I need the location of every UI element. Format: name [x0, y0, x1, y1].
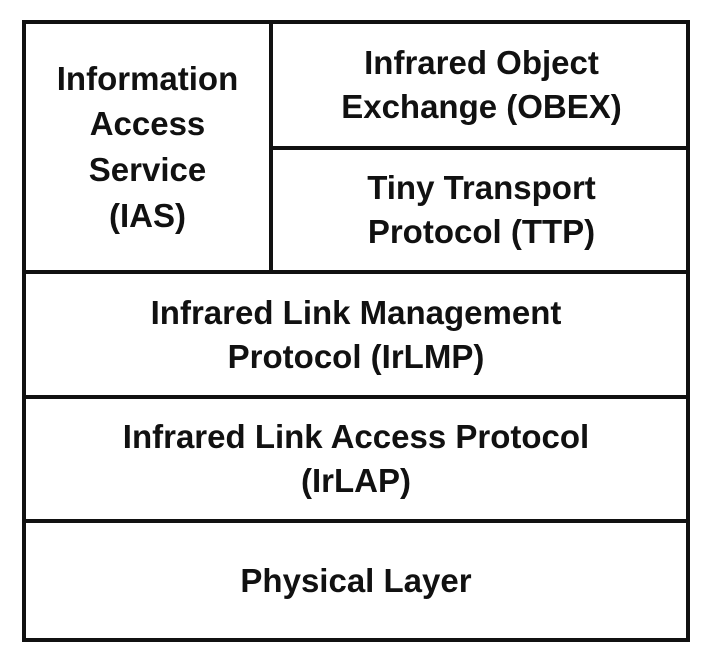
- divider-lower: [26, 519, 686, 523]
- protocol-stack-diagram: Information Access Service (IAS) Infrare…: [22, 20, 690, 642]
- irlmp-layer: Infrared Link Management Protocol (IrLMP…: [150, 293, 562, 375]
- divider-upper: [26, 270, 686, 274]
- obex-layer: Infrared Object Exchange (OBEX): [341, 44, 622, 125]
- physical-layer: Physical Layer: [240, 561, 472, 599]
- vertical-divider: [269, 24, 273, 274]
- ias-layer: Information Access Service (IAS): [56, 59, 239, 234]
- obex-ttp-divider: [273, 146, 686, 150]
- irlap-layer: Infrared Link Access Protocol (IrLAP): [122, 418, 590, 499]
- divider-middle: [26, 395, 686, 399]
- ttp-layer: Tiny Transport Protocol (TTP): [367, 169, 596, 250]
